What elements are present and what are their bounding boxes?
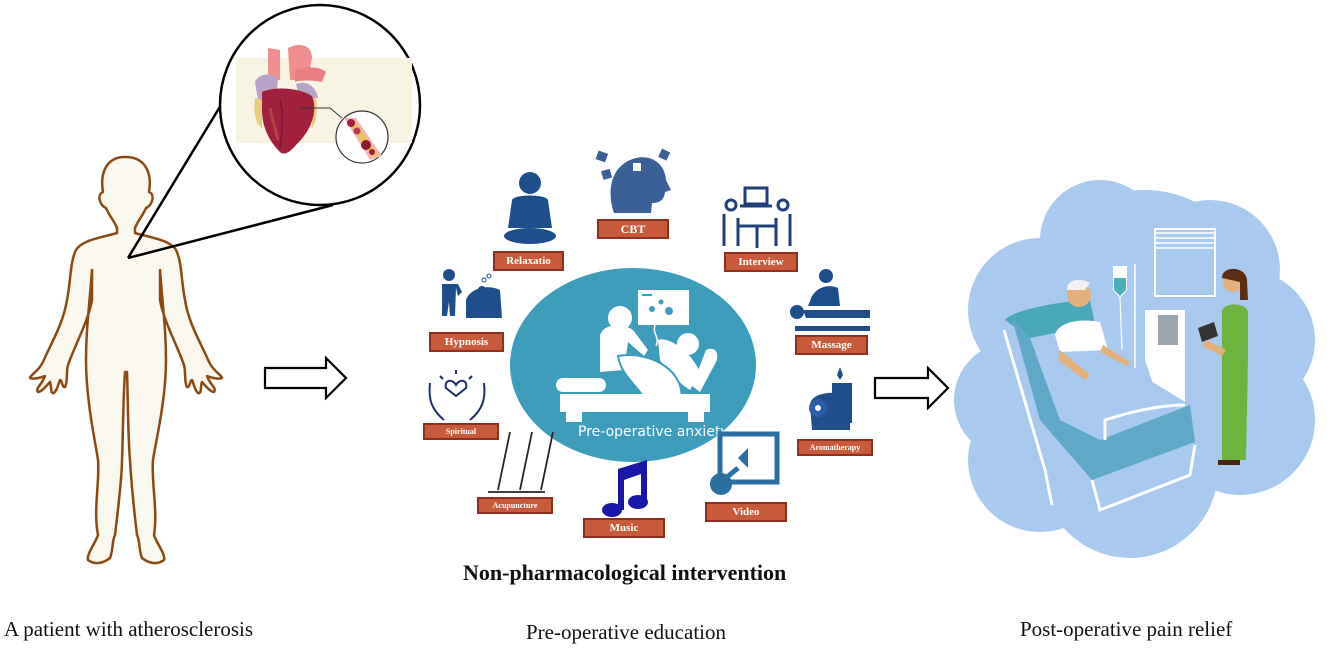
arrow-to-relief: [873, 365, 950, 411]
intervention-label-interview: Interview: [724, 252, 798, 272]
medical-monitor-icon: [1145, 310, 1185, 420]
iv-drip-icon: [1113, 264, 1136, 368]
nurse-icon: [1198, 268, 1248, 465]
hypnosis-icon: [442, 269, 502, 318]
interview-table-icon: [722, 186, 792, 248]
intervention-label-massage: Massage: [795, 335, 868, 355]
intervention-label-hypnosis: Hypnosis: [429, 332, 504, 352]
intervention-label-relaxation: Relaxatio: [493, 251, 564, 271]
hub-label: Pre-operative anxiety: [578, 424, 729, 440]
intervention-label-spiritual: Spiritual: [423, 423, 499, 440]
magnifier-line-upper: [126, 104, 223, 259]
window-icon: [1154, 228, 1216, 297]
caption-patient: A patient with atherosclerosis: [4, 617, 254, 641]
cloud-background: [954, 180, 1315, 558]
ultrasound-scene-icon: [556, 290, 718, 422]
artery-plaque-icon: [335, 110, 389, 164]
massage-icon: [790, 269, 870, 331]
intervention-title: Non-pharmacological intervention: [463, 560, 787, 585]
heart-icon: [254, 45, 326, 154]
elderly-patient-icon: [1055, 279, 1130, 380]
caption-education: Pre-operative education: [526, 620, 726, 644]
head-puzzle-icon: [595, 148, 671, 213]
caption-relief: Post-operative pain relief: [1020, 617, 1233, 641]
intervention-label-aromatherapy: Aromatherapy: [797, 439, 873, 456]
intervention-label-acupuncture: Acupuncture: [477, 497, 553, 514]
magnifier-line-lower: [127, 203, 334, 260]
meditation-icon: [504, 172, 556, 244]
music-note-icon: [602, 460, 648, 517]
human-body-outline: [28, 155, 224, 565]
arrow-to-education: [263, 355, 348, 401]
candle-flower-icon: [809, 367, 852, 430]
intervention-label-video: Video: [705, 502, 787, 522]
intervention-label-cbt: CBT: [597, 219, 669, 239]
intervention-label-music: Music: [583, 518, 665, 538]
heart-hands-icon: [428, 370, 486, 421]
acupuncture-needles-icon: [488, 431, 554, 493]
video-play-icon: [710, 431, 780, 495]
